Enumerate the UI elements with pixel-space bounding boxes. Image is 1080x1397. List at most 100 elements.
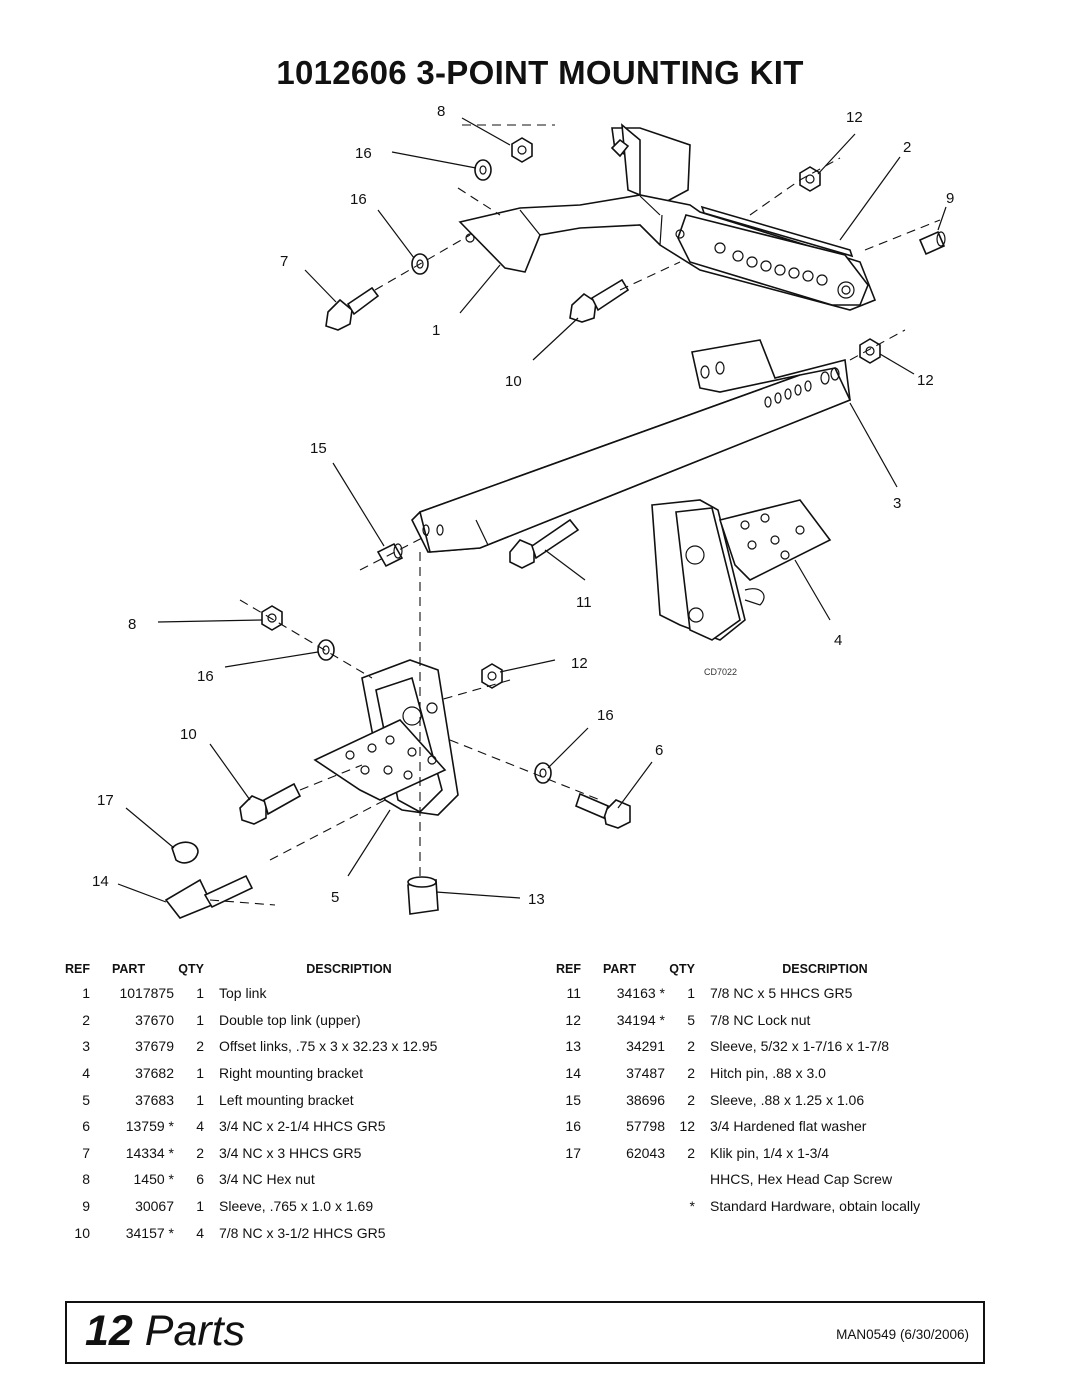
callout-15: 15: [310, 440, 327, 457]
table-row: 7 14334 * 2 3/4 NC x 3 HHCS GR5: [52, 1140, 479, 1167]
cell-part: 34163 *: [616, 985, 665, 1002]
cell-qty: 2: [687, 1038, 695, 1055]
cell-part: 37683: [135, 1091, 174, 1108]
page-number: 12: [85, 1307, 133, 1355]
header-ref: REF: [65, 962, 90, 976]
cell-description: Sleeve, .88 x 1.25 x 1.06: [710, 1091, 865, 1108]
cell-ref: 8: [82, 1171, 90, 1188]
table-row: 6 13759 * 4 3/4 NC x 2-1/4 HHCS GR5: [52, 1113, 479, 1140]
table-row: 10 34157 * 4 7/8 NC x 3-1/2 HHCS GR5: [52, 1219, 479, 1246]
callout-11: 11: [576, 594, 592, 611]
cell-qty: 4: [196, 1224, 204, 1241]
cell-part: 57798: [626, 1118, 665, 1135]
leader-lines: [117, 117, 947, 903]
diagram-code: CD7022: [704, 667, 737, 677]
callout-16-upper: 16: [350, 191, 367, 208]
callout-12-lower: 12: [571, 655, 588, 672]
page-footer: 12 Parts MAN0549 (6/30/2006): [65, 1301, 985, 1364]
header-description: DESCRIPTION: [306, 962, 392, 976]
cell-ref: 12: [565, 1011, 581, 1028]
callout-10-lower: 10: [180, 726, 197, 743]
header-part: PART: [603, 962, 637, 976]
callout-9: 9: [946, 190, 954, 207]
cell-qty: 2: [687, 1065, 695, 1082]
cell-qty: 1: [196, 1065, 204, 1082]
document-id: MAN0549 (6/30/2006): [836, 1327, 969, 1342]
callout-16-top: 16: [355, 145, 372, 162]
cell-part: 37670: [135, 1011, 174, 1028]
cell-part: 1017875: [119, 985, 174, 1002]
cell-description: 3/4 Hardened flat washer: [710, 1118, 867, 1135]
cell-description: 7/8 NC x 3-1/2 HHCS GR5: [219, 1224, 386, 1241]
page-title: 1012606 3-POINT MOUNTING KIT: [276, 54, 804, 91]
cell-qty: 2: [687, 1091, 695, 1108]
callout-4: 4: [834, 632, 842, 649]
table-header: REF PART QTY DESCRIPTION: [52, 958, 479, 980]
cell-description: 3/4 NC Hex nut: [219, 1171, 315, 1188]
cell-ref: 9: [82, 1198, 90, 1215]
cell-ref: 13: [565, 1038, 581, 1055]
cell-qty: 1: [196, 1198, 204, 1215]
note-symbol: *: [689, 1198, 695, 1215]
right-mounting-bracket-part: [651, 499, 832, 641]
cell-description: 3/4 NC x 2-1/4 HHCS GR5: [219, 1118, 386, 1135]
cell-ref: 15: [565, 1091, 581, 1108]
callout-8-lower: 8: [128, 616, 136, 633]
cell-ref: 5: [82, 1091, 90, 1108]
cell-part: 13759 *: [125, 1118, 174, 1135]
cell-description: 7/8 NC x 5 HHCS GR5: [710, 985, 853, 1002]
callout-6: 6: [655, 742, 663, 759]
header-qty: QTY: [178, 962, 204, 976]
cell-ref: 17: [565, 1144, 581, 1161]
cell-part: 37487: [626, 1065, 665, 1082]
cell-part: 30067: [135, 1198, 174, 1215]
cell-ref: 10: [74, 1224, 90, 1241]
cell-part: 34157 *: [125, 1224, 174, 1241]
cell-part: 37682: [135, 1065, 174, 1082]
cell-qty: 2: [196, 1144, 204, 1161]
cell-description: Klik pin, 1/4 x 1-3/4: [710, 1144, 830, 1161]
cell-qty: 5: [687, 1011, 695, 1028]
cell-part: 37679: [135, 1038, 174, 1055]
cell-ref: 6: [82, 1118, 90, 1135]
cell-part: 14334 *: [125, 1144, 174, 1161]
callout-12-top: 12: [846, 109, 863, 126]
cell-qty: 12: [679, 1118, 695, 1135]
note-text: HHCS, Hex Head Cap Screw: [710, 1171, 893, 1188]
callout-16-lower: 16: [197, 668, 214, 685]
assembly-lines: [209, 124, 941, 906]
cell-qty: 1: [687, 985, 695, 1002]
header-description: DESCRIPTION: [782, 962, 868, 976]
callout-14: 14: [92, 873, 109, 890]
callout-7: 7: [280, 253, 288, 270]
cell-qty: 4: [196, 1118, 204, 1135]
cell-qty: 2: [196, 1038, 204, 1055]
cell-description: Left mounting bracket: [219, 1091, 354, 1108]
cell-ref: 3: [82, 1038, 90, 1055]
cell-qty: 2: [687, 1144, 695, 1161]
section-name: Parts: [144, 1307, 246, 1355]
callout-3: 3: [893, 495, 901, 512]
cell-ref: 2: [82, 1011, 90, 1028]
cell-qty: 1: [196, 1011, 204, 1028]
left-mounting-bracket-part: [313, 659, 459, 816]
cell-description: 3/4 NC x 3 HHCS GR5: [219, 1144, 362, 1161]
cell-part: 1450 *: [133, 1171, 174, 1188]
cell-description: Double top link (upper): [219, 1011, 361, 1028]
cell-ref: 14: [565, 1065, 581, 1082]
top-link-part: [458, 123, 877, 311]
cell-description: Sleeve, 5/32 x 1-7/16 x 1-7/8: [710, 1038, 889, 1055]
cell-ref: 7: [82, 1144, 90, 1161]
table-header: REF PART QTY DESCRIPTION: [543, 958, 940, 980]
callout-2: 2: [903, 139, 911, 156]
cell-description: Right mounting bracket: [219, 1065, 363, 1082]
